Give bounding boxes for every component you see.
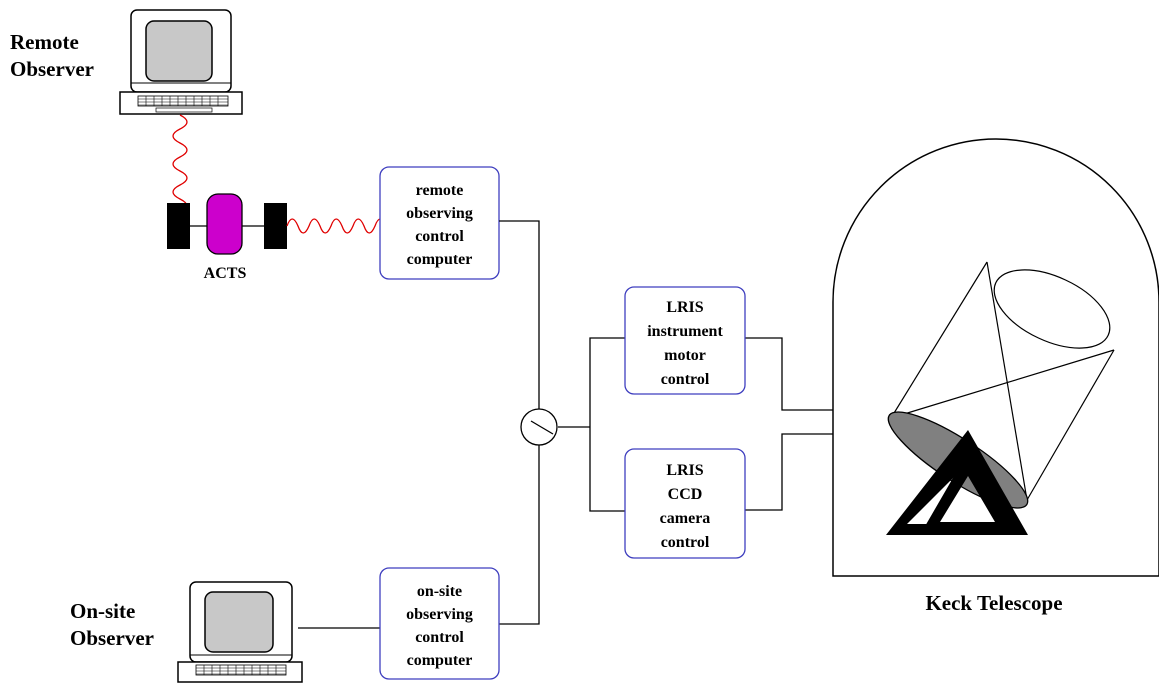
wireless-link-acts-to-control bbox=[286, 218, 387, 234]
remote-control-line2: observing bbox=[406, 205, 473, 222]
onsite-control-line1: on-site bbox=[417, 583, 462, 600]
remote-control-line1: remote bbox=[416, 182, 464, 199]
remote-terminal-icon bbox=[119, 9, 243, 115]
onsite-control-line3: control bbox=[415, 629, 464, 646]
lris-instrument-motor-control-box: LRIS instrument motor control bbox=[624, 286, 746, 395]
lris-motor-line1: LRIS bbox=[666, 299, 703, 316]
telescope-icon bbox=[886, 261, 1115, 535]
lris-ccd-line4: control bbox=[661, 534, 710, 551]
switch-icon bbox=[520, 408, 558, 446]
onsite-observing-control-computer-box: on-site observing control computer bbox=[379, 567, 500, 680]
lris-ccd-line1: LRIS bbox=[666, 462, 703, 479]
lris-ccd-line2: CCD bbox=[668, 486, 703, 503]
connection-wires bbox=[298, 220, 833, 629]
lris-ccd-line3: camera bbox=[660, 510, 711, 527]
remote-observer-label-line1: Remote bbox=[10, 30, 79, 54]
remote-control-line3: control bbox=[415, 228, 464, 245]
acts-label: ACTS bbox=[204, 265, 247, 282]
keck-telescope-label: Keck Telescope bbox=[925, 591, 1062, 615]
onsite-observer-label-line1: On-site bbox=[70, 599, 135, 623]
telescope-dome-outline bbox=[832, 138, 1159, 577]
onsite-terminal-icon bbox=[177, 581, 303, 683]
onsite-control-line2: observing bbox=[406, 606, 473, 623]
wireless-link-remote-to-acts bbox=[172, 114, 188, 214]
remote-observer-label-line2: Observer bbox=[10, 57, 94, 81]
remote-control-line4: computer bbox=[407, 251, 473, 268]
remote-observing-control-computer-box: remote observing control computer bbox=[379, 166, 500, 280]
lris-motor-line4: control bbox=[661, 371, 710, 388]
lris-motor-line3: motor bbox=[664, 347, 706, 364]
lris-ccd-camera-control-box: LRIS CCD camera control bbox=[624, 448, 746, 559]
acts-satellite-icon bbox=[167, 193, 287, 255]
onsite-observer-label-line2: Observer bbox=[70, 626, 154, 650]
onsite-control-line4: computer bbox=[407, 652, 473, 669]
lris-motor-line2: instrument bbox=[647, 323, 723, 340]
